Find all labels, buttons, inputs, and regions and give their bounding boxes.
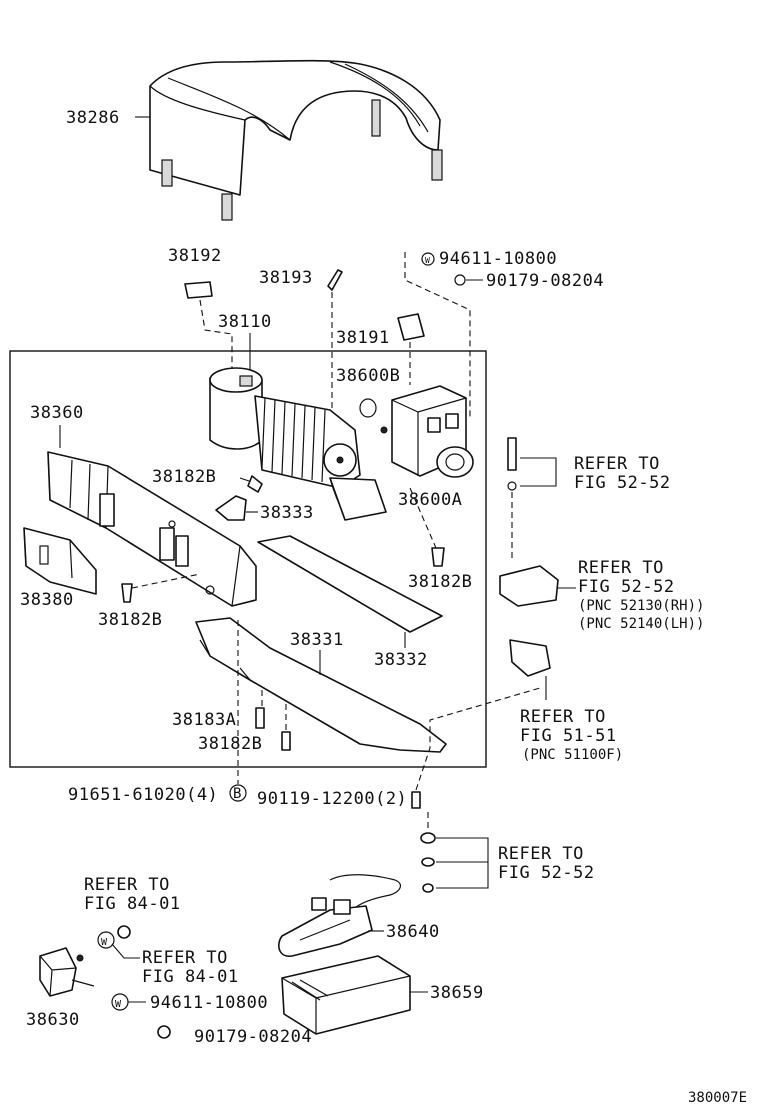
label-38331[interactable]: 38331: [290, 630, 344, 650]
part-38333-clip[interactable]: [215, 495, 247, 521]
label-38600B[interactable]: 38600B: [336, 366, 400, 386]
leader-bolt-b: [409, 487, 437, 549]
bolt-38182B-d[interactable]: [281, 731, 291, 751]
part-38191-pad[interactable]: [397, 313, 425, 341]
ref4-line-a[interactable]: REFER TO: [498, 844, 584, 864]
label-38630[interactable]: 38630: [26, 1010, 80, 1030]
bolt-38182B-b[interactable]: [431, 547, 445, 567]
label-38332[interactable]: 38332: [374, 650, 428, 670]
part-38380-bracket[interactable]: [23, 527, 97, 595]
label-38286[interactable]: 38286: [66, 108, 120, 128]
washer-stack-3[interactable]: [422, 883, 434, 893]
part-38630-switch[interactable]: [39, 947, 95, 997]
ref2-line-d[interactable]: (PNC 52140(LH)): [578, 616, 704, 632]
label-38191[interactable]: 38191: [336, 328, 390, 348]
washer-icon-mid: [97, 931, 115, 949]
ref3-line-b[interactable]: FIG 51-51: [520, 726, 617, 746]
bolt-38183A[interactable]: [255, 707, 265, 729]
part-38192-pad[interactable]: [184, 281, 213, 299]
part-38640-wand[interactable]: [278, 874, 402, 957]
washer-icon-top: [421, 252, 435, 266]
label-38110[interactable]: 38110: [218, 312, 272, 332]
label-38183A[interactable]: 38183A: [172, 710, 236, 730]
label-90119[interactable]: 90119-12200(2): [257, 789, 407, 809]
nut-refer-84[interactable]: [117, 925, 131, 939]
ref2-line-c[interactable]: (PNC 52130(RH)): [578, 598, 704, 614]
ref1-line-a[interactable]: REFER TO: [574, 454, 660, 474]
nut-icon-top: [454, 274, 466, 286]
leader-hw-top: [404, 252, 471, 420]
ref5-line-b[interactable]: FIG 84-01: [84, 894, 181, 914]
label-38640[interactable]: 38640: [386, 922, 440, 942]
part-38286-cover[interactable]: [149, 59, 443, 221]
label-38333[interactable]: 38333: [260, 503, 314, 523]
part-38600A-motor[interactable]: [380, 385, 474, 478]
label-38182B-a[interactable]: 38182B: [152, 467, 216, 487]
part-38331-frame[interactable]: [195, 617, 447, 753]
washer-stack-2[interactable]: [421, 857, 435, 867]
label-38192[interactable]: 38192: [168, 246, 222, 266]
label-38659[interactable]: 38659: [430, 983, 484, 1003]
label-38360[interactable]: 38360: [30, 403, 84, 423]
circle-w-top: W: [425, 256, 430, 265]
leader-38192: [199, 299, 233, 375]
part-38659-case[interactable]: [281, 955, 411, 1035]
label-38182B-d[interactable]: 38182B: [198, 734, 262, 754]
ref5-line-a[interactable]: REFER TO: [84, 875, 170, 895]
label-38182B-c[interactable]: 38182B: [98, 610, 162, 630]
washer-stack-1[interactable]: [420, 832, 436, 844]
part-refer-51-frame[interactable]: [509, 639, 551, 677]
part-38110-pump[interactable]: [209, 367, 387, 521]
leader-refer-6: [111, 943, 140, 959]
circle-b-icon: [229, 784, 247, 802]
ref2-line-b[interactable]: FIG 52-52: [578, 577, 675, 597]
ref3-line-a[interactable]: REFER TO: [520, 707, 606, 727]
label-90179-bot[interactable]: 90179-08204: [194, 1027, 312, 1047]
bracket-refer-1: [520, 457, 557, 487]
part-38600B-oring[interactable]: [359, 398, 377, 418]
ref6-line-a[interactable]: REFER TO: [142, 948, 228, 968]
part-38360-bracket[interactable]: [47, 451, 257, 607]
bolt-refer-1[interactable]: [507, 437, 517, 471]
bracket-refer-4: [436, 837, 489, 889]
ref1-line-b[interactable]: FIG 52-52: [574, 473, 671, 493]
circle-b-letter: B: [233, 786, 241, 802]
part-38193-clip[interactable]: [327, 269, 343, 291]
part-38332-plate[interactable]: [257, 535, 443, 633]
label-91651[interactable]: 91651-61020(4): [68, 785, 218, 805]
leader-frame-right: [415, 687, 541, 791]
label-38600A[interactable]: 38600A: [398, 490, 462, 510]
part-refer-52-bracket[interactable]: [499, 565, 559, 607]
washer-refer-1: [507, 481, 517, 491]
circle-w-mid: W: [101, 937, 108, 948]
bolt-38182B-c[interactable]: [121, 583, 133, 603]
bolt-90119[interactable]: [411, 791, 421, 809]
ref3-line-c[interactable]: (PNC 51100F): [522, 747, 623, 763]
label-94611-top[interactable]: 94611-10800: [439, 249, 557, 269]
label-90179-top[interactable]: 90179-08204: [486, 271, 604, 291]
figure-code: 380007E: [688, 1090, 747, 1106]
bolt-38182B-a[interactable]: [247, 475, 263, 493]
leader-bolt-c: [131, 573, 201, 589]
label-94611-bot[interactable]: 94611-10800: [150, 993, 268, 1013]
circle-w-bottom: W: [115, 999, 122, 1010]
label-38182B-b[interactable]: 38182B: [408, 572, 472, 592]
label-38380[interactable]: 38380: [20, 590, 74, 610]
nut-icon-bottom: [157, 1025, 171, 1039]
assembly-boundary: [9, 350, 487, 768]
ref2-line-a[interactable]: REFER TO: [578, 558, 664, 578]
ref6-line-b[interactable]: FIG 84-01: [142, 967, 239, 987]
ref4-line-b[interactable]: FIG 52-52: [498, 863, 595, 883]
label-38193[interactable]: 38193: [259, 268, 313, 288]
